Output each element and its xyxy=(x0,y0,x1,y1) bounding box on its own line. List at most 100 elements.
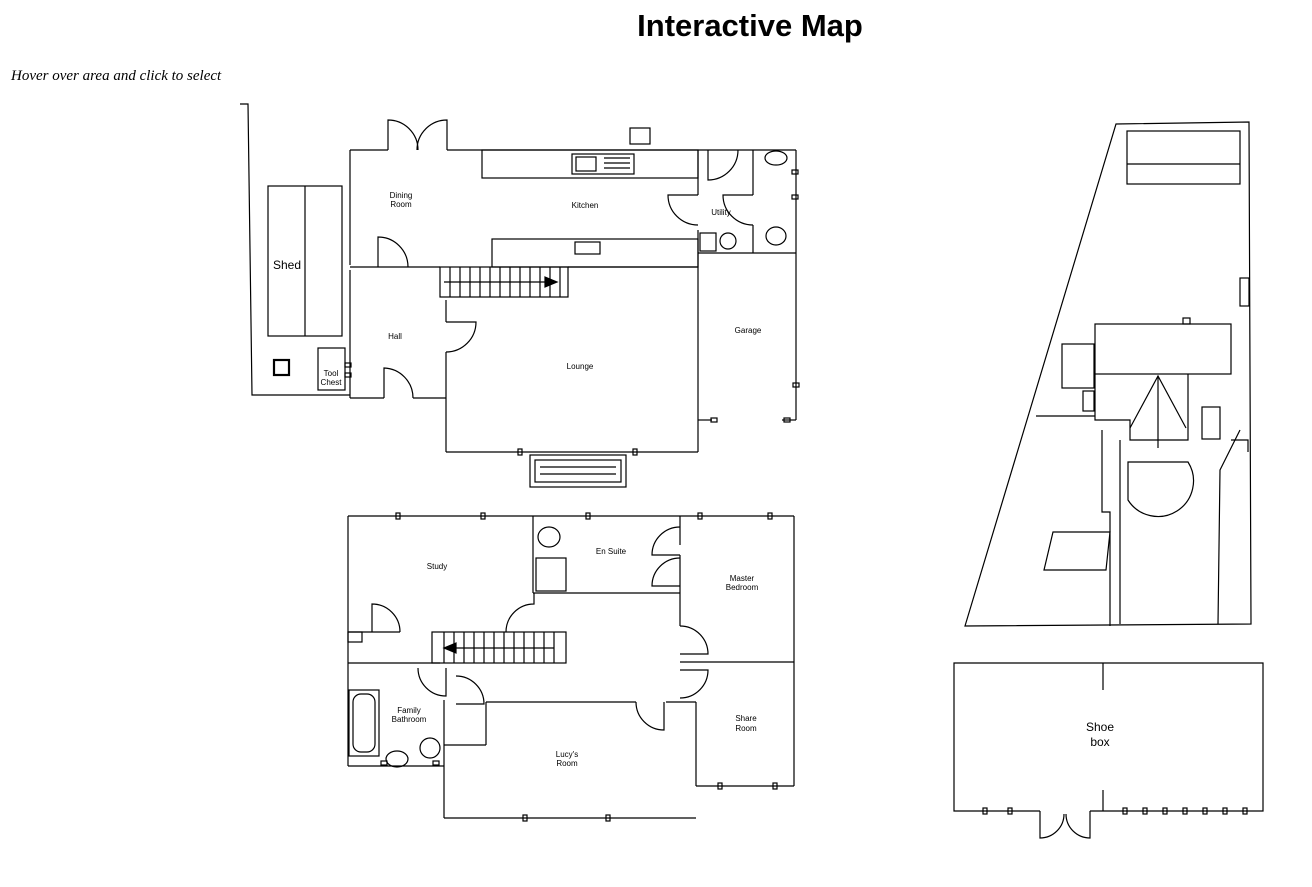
kitchen-island xyxy=(491,238,699,268)
study-label: Study xyxy=(427,562,447,571)
window-jamb xyxy=(1162,807,1168,815)
toilet xyxy=(765,226,787,246)
room-shoe-box[interactable]: Shoe box xyxy=(956,665,1261,809)
room-shed[interactable]: Shed xyxy=(268,186,342,336)
bath xyxy=(348,689,380,757)
door-swing xyxy=(377,236,409,268)
lounge-label: Lounge xyxy=(567,362,594,371)
window-jamb xyxy=(1142,807,1148,815)
share-label-1: Share xyxy=(735,714,757,723)
basin xyxy=(719,232,737,250)
dining-label-1: Dining xyxy=(390,191,413,200)
utility-label: Utility xyxy=(711,208,731,217)
window-jamb xyxy=(344,372,352,378)
patio-step xyxy=(534,459,622,483)
door-swing xyxy=(679,625,709,655)
door-swing xyxy=(635,701,665,731)
door-swing xyxy=(679,669,709,699)
window-jamb xyxy=(344,362,352,368)
door-swing xyxy=(505,593,535,633)
window-jamb xyxy=(792,382,800,388)
cupboard xyxy=(347,631,363,643)
window-jamb xyxy=(585,512,591,520)
site-feature xyxy=(1182,317,1191,325)
site-feature xyxy=(1239,277,1250,307)
room-family-bathroom[interactable]: Family Bathroom xyxy=(350,665,442,764)
shoe-box: Shoe box xyxy=(953,662,1264,839)
hob xyxy=(574,241,601,255)
basin xyxy=(419,737,441,759)
window-jamb xyxy=(1242,807,1248,815)
shoebox-label-1: Shoe xyxy=(1086,720,1114,734)
door-swing xyxy=(707,149,739,181)
window-jamb xyxy=(480,512,486,520)
wall xyxy=(953,662,1264,812)
site-feature xyxy=(1201,406,1221,440)
stair-arrow-head xyxy=(442,642,457,654)
window-jamb xyxy=(605,814,611,822)
window-jamb xyxy=(1202,807,1208,815)
window-jamb xyxy=(1222,807,1228,815)
room-en-suite[interactable]: En Suite xyxy=(535,518,678,591)
window-jamb xyxy=(432,760,440,766)
site-house-outline xyxy=(1094,323,1232,375)
kitchen-label: Kitchen xyxy=(572,201,599,210)
room-lucys-room[interactable]: Lucy's Room xyxy=(446,704,694,816)
door-swing xyxy=(667,194,699,226)
shoebox-label-2: box xyxy=(1090,735,1109,749)
site-path xyxy=(1231,439,1249,452)
door-swing xyxy=(445,321,477,353)
window-jamb xyxy=(632,448,638,456)
room-tool-chest[interactable]: Tool Chest xyxy=(318,348,345,390)
site-arc xyxy=(1127,461,1195,518)
page-title: Interactive Map xyxy=(637,8,863,43)
room-share-room[interactable]: Share Room xyxy=(698,664,792,784)
washing-machine xyxy=(699,232,717,252)
lucys-label-1: Lucy's xyxy=(556,750,578,759)
window-jamb xyxy=(517,448,523,456)
site-shed xyxy=(1061,343,1095,389)
toilet xyxy=(537,526,561,548)
shower xyxy=(535,557,567,592)
room-utility[interactable]: Utility xyxy=(700,152,794,252)
door-swing xyxy=(1039,811,1065,839)
first-floor: Study En Suite Master Bedroom Family Bat… xyxy=(347,515,795,819)
master-label-1: Master xyxy=(730,574,755,583)
window-jamb xyxy=(982,807,988,815)
site-feature xyxy=(1126,130,1241,185)
room-garage[interactable]: Garage xyxy=(700,255,794,418)
tool-chest-label-2: Chest xyxy=(321,378,343,387)
room-study[interactable]: Study xyxy=(350,518,531,630)
room-kitchen[interactable]: Kitchen xyxy=(482,180,696,238)
door-swing xyxy=(1065,811,1091,839)
kitchen-counter xyxy=(481,149,699,179)
door-swing xyxy=(722,194,754,226)
master-label-2: Bedroom xyxy=(726,583,759,592)
tool-chest-label-1: Tool xyxy=(324,369,339,378)
lucys-label-2: Room xyxy=(556,759,578,768)
window-jamb xyxy=(772,782,778,790)
door-swing xyxy=(387,119,419,151)
garden-boundary xyxy=(240,103,350,396)
site-house-outline xyxy=(1094,374,1189,441)
sink-bowl xyxy=(575,156,597,172)
ground-floor: Shed Tool Chest Dining Room Kitchen Util… xyxy=(240,103,797,488)
stairs xyxy=(431,631,567,664)
garage-label: Garage xyxy=(735,326,762,335)
site-patio xyxy=(1043,531,1111,571)
window-jamb xyxy=(1007,807,1013,815)
window-markers xyxy=(344,169,1248,822)
room-dining-room[interactable]: Dining Room xyxy=(352,152,480,264)
room-master-bedroom[interactable]: Master Bedroom xyxy=(682,518,792,660)
plot-boundary xyxy=(964,121,1252,627)
door-swing xyxy=(417,667,447,697)
room-hall[interactable]: Hall xyxy=(352,269,444,396)
door-swing xyxy=(651,526,681,556)
patio-step xyxy=(529,454,627,488)
window-jamb xyxy=(783,417,791,423)
room-lounge[interactable]: Lounge xyxy=(448,299,696,450)
hall-label: Hall xyxy=(388,332,402,341)
site-path xyxy=(1101,430,1111,626)
window-jamb xyxy=(791,194,799,200)
